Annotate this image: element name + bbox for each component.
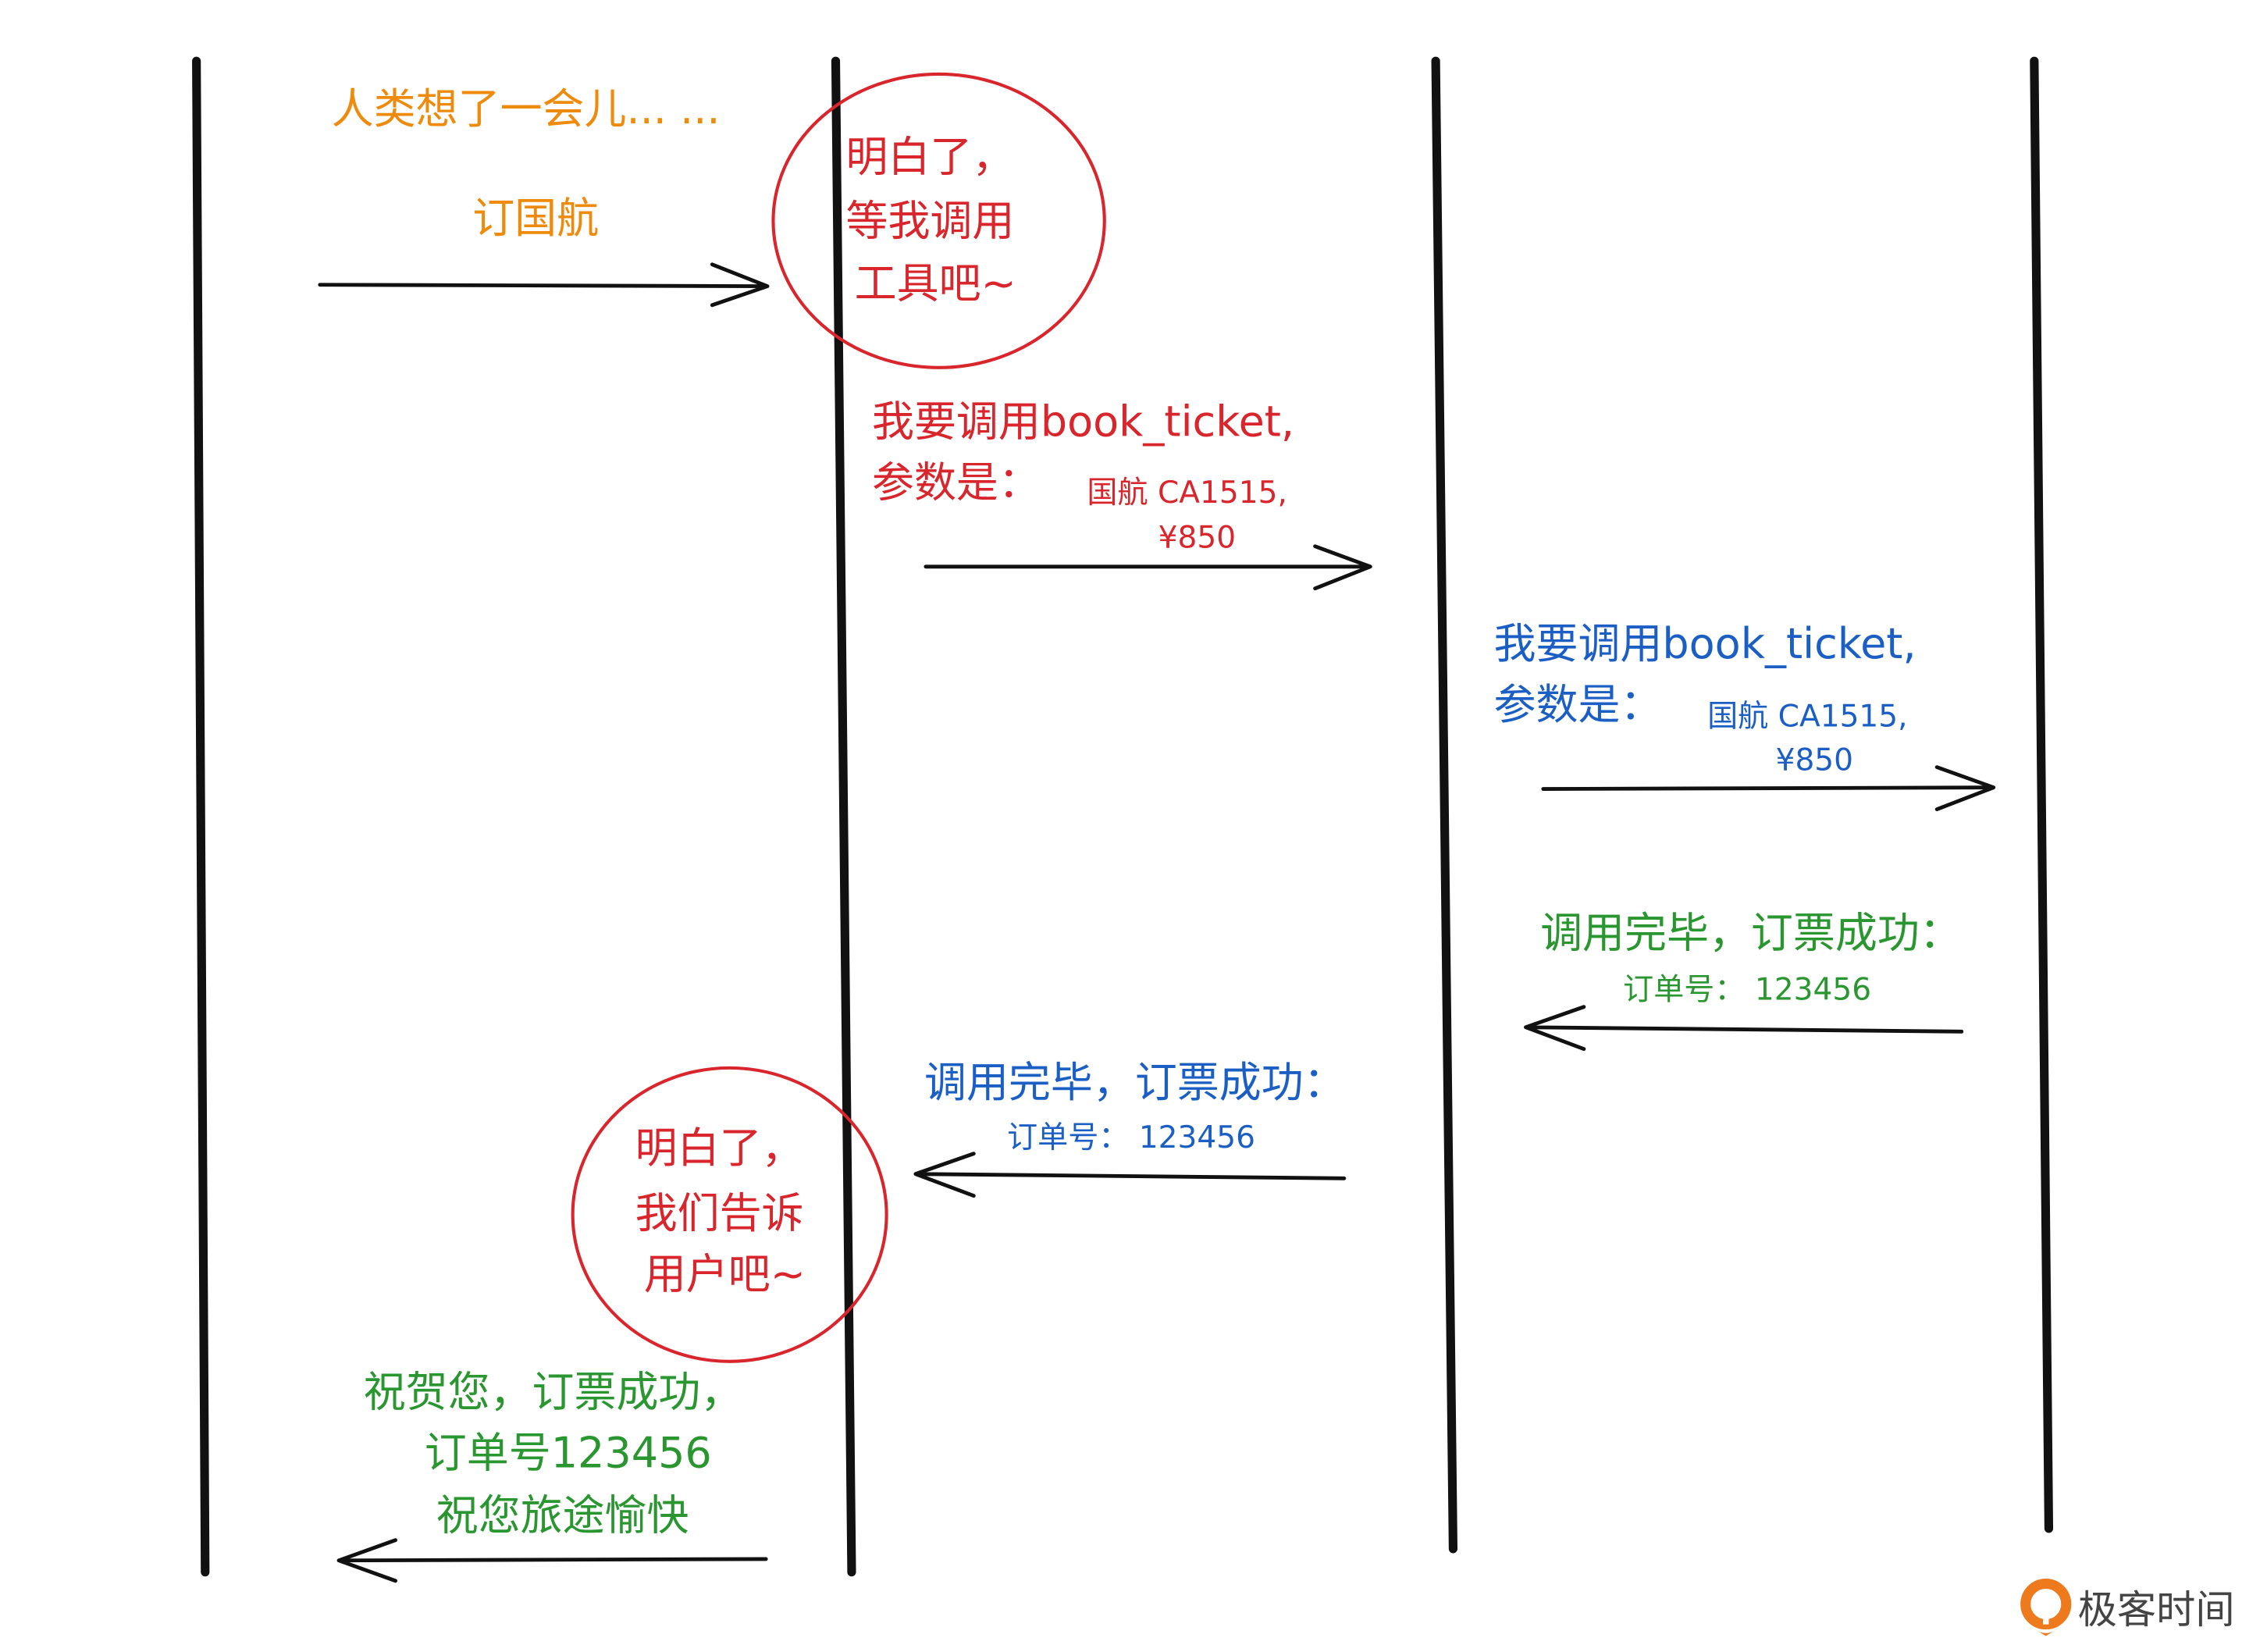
thought-bubble-circle	[571, 1066, 888, 1363]
agent-reply-line: 订单号123456	[425, 1429, 712, 1478]
agent-param-price: ¥850	[1158, 521, 1236, 556]
tool-params-label: 参数是：	[1494, 680, 1663, 729]
agent-reply-line: 祝您旅途愉快	[436, 1491, 689, 1540]
arrow-right-user-to-agent	[318, 262, 770, 308]
lifeline-agent	[831, 56, 856, 1577]
service-result-text: 调用完毕，订票成功：	[1540, 908, 1962, 957]
logo-text: 极客时间	[2078, 1586, 2235, 1632]
arrow-right-agent-to-tool	[924, 544, 1372, 591]
lifeline-user	[192, 56, 210, 1577]
arrow-left-service-to-tool	[1524, 1005, 1964, 1052]
agent-call-text: 我要调用book_ticket,	[872, 397, 1294, 446]
tool-param-flight: 国航 CA1515,	[1707, 700, 1907, 735]
user-thinking-text: 人类想了一会儿... ...	[332, 84, 721, 134]
tool-result-text: 调用完毕，订票成功：	[924, 1058, 1346, 1107]
geektime-logo: 极客时间	[2020, 1579, 2235, 1636]
agent-param-flight: 国航 CA1515,	[1087, 475, 1287, 511]
tool-param-price: ¥850	[1776, 742, 1853, 778]
bubble1-line: 等我调用	[846, 196, 1015, 245]
bubble2-line: 明白了，	[635, 1123, 804, 1173]
bubble2-line: 我们告诉	[635, 1189, 804, 1238]
tool-call-text: 我要调用book_ticket,	[1494, 619, 1916, 668]
lifeline-tool-layer	[1431, 56, 1458, 1554]
arrow-right-tool-to-service	[1541, 765, 1996, 812]
tool-order-number: 订单号： 123456	[1007, 1120, 1255, 1155]
agent-params-label: 参数是：	[872, 458, 1041, 507]
bubble1-line: 明白了，	[846, 133, 1015, 182]
arrow-left-agent-to-user	[336, 1538, 768, 1583]
lifeline-booking-service	[2030, 56, 2054, 1533]
logo-icon	[2020, 1579, 2072, 1636]
agent-reply-line: 祝贺您，订票成功，	[364, 1367, 743, 1416]
bubble1-line: 工具吧~	[855, 259, 1016, 308]
bubble2-line: 用户吧~	[644, 1250, 806, 1299]
arrow-left-tool-to-agent	[913, 1152, 1347, 1198]
thought-bubble-circle	[771, 72, 1106, 369]
service-order-number: 订单号： 123456	[1623, 972, 1871, 1007]
user-message-text: 订国航	[472, 194, 599, 243]
